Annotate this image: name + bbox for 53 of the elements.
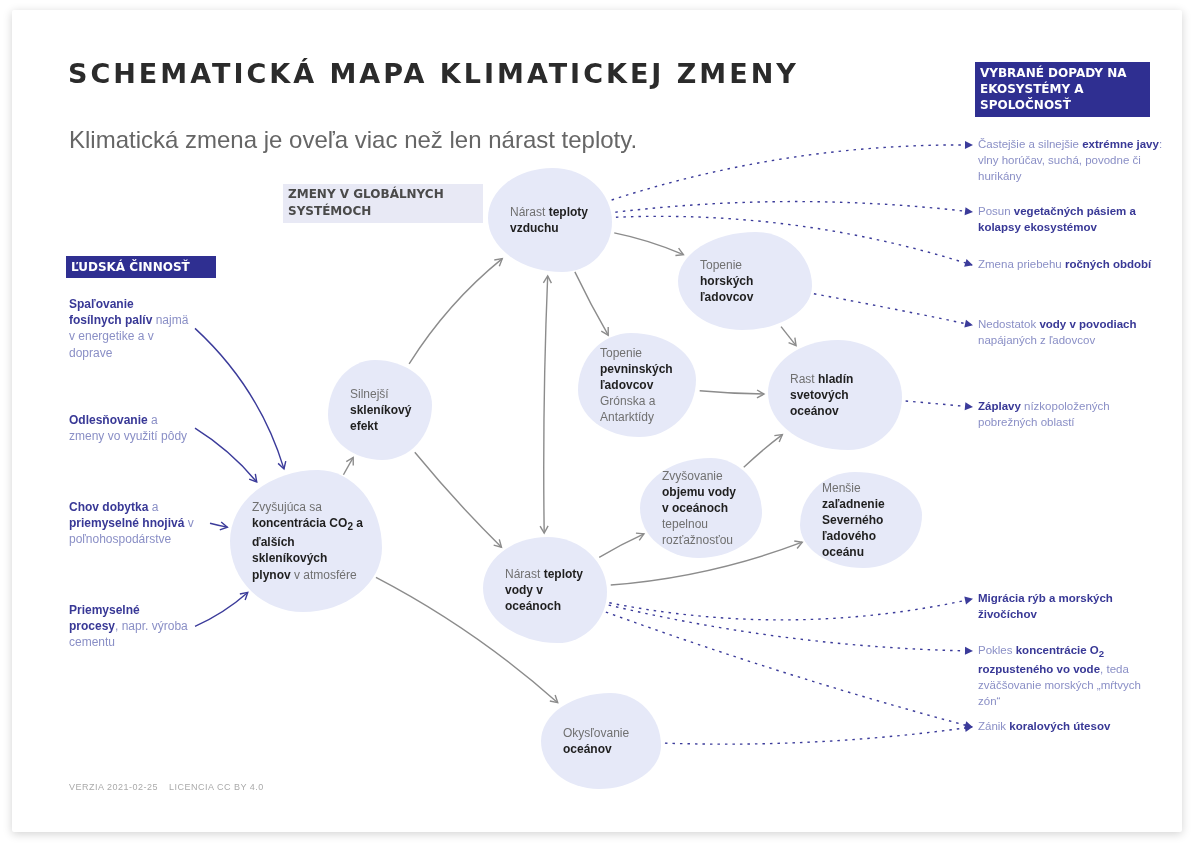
- arrow: [342, 456, 354, 476]
- arrow: [408, 257, 503, 365]
- section-heading: VYBRANÉ DOPADY NA EKOSYSTÉMY A SPOLOČNOSŤ: [975, 62, 1150, 117]
- arrow: [574, 271, 609, 336]
- dotted-arrow: [608, 596, 973, 621]
- impact-text: Zmena priebehu ročných období: [978, 256, 1163, 273]
- bubble-text: Nárast teploty vzduchu: [510, 203, 590, 237]
- arrow: [610, 540, 803, 586]
- impact-text: Častejšie a silnejšie extrémne javy: vlny horúčav, suchá, povodne či hurikány: [978, 136, 1163, 185]
- arrow: [780, 325, 797, 347]
- dotted-arrow: [607, 604, 973, 655]
- footer-note: VERZIA 2021-02-25: [69, 782, 159, 792]
- impact-text: Nedostatok vody v povodiach napájaných z ľadovcov: [978, 316, 1163, 349]
- arrow: [698, 389, 765, 399]
- arrow: [539, 275, 553, 534]
- arrow: [598, 532, 645, 559]
- bubble-text: Rast hladín svetových oceánov: [790, 370, 855, 420]
- dotted-arrow: [904, 400, 973, 411]
- dotted-arrow: [664, 723, 973, 745]
- cause-text: Chov dobytka a priemyselné hnojivá v poľnohospodárstve: [69, 499, 204, 548]
- arrow: [194, 427, 258, 483]
- arrow: [194, 327, 287, 470]
- arrow: [414, 451, 503, 548]
- cause-text: Priemyselné procesy, napr. výroba cementu: [69, 602, 189, 651]
- footer-note: LICENCIA CC BY 4.0: [169, 782, 264, 792]
- dotted-arrow: [615, 215, 973, 267]
- bubble-text: Zvyšovanie objemu vody v oceánoch tepelnou rozťažnosťou: [662, 467, 737, 549]
- cause-text: Odlesňovanie a zmeny vo využití pôdy: [69, 412, 189, 445]
- arrow: [743, 433, 784, 469]
- impact-text: Posun vegetačných pásiem a kolapsy ekosystémov: [978, 203, 1163, 236]
- bubble-text: Nárast teploty vody v oceánoch: [505, 565, 585, 615]
- bubble-text: Okysľovanie oceánov: [563, 724, 631, 758]
- bubble-text: Topenie horských ľadovcov: [700, 256, 755, 306]
- section-heading: ĽUDSKÁ ČINNOSŤ: [66, 256, 216, 279]
- bubble-text: Zvyšujúca sa koncentrácia CO$_{2}$ a ďalších skleníkových plynov v atmosfére: [252, 499, 364, 583]
- cause-text: Spaľovanie fosílnych palív najmä v energetike a v doprave: [69, 296, 189, 361]
- bubble-text: Menšie zaľadnenie Severného ľadového oceánu: [822, 479, 886, 561]
- dotted-arrow: [610, 141, 973, 201]
- bubble-text: Topenie pevninských ľadovcov Grónska a Antarktídy: [600, 344, 674, 426]
- diagram-title: SCHEMATICKÁ MAPA KLIMATICKEJ ZMENY: [68, 58, 799, 89]
- impact-text: Záplavy nízkopoložených pobrežných oblastí: [978, 398, 1163, 431]
- impact-text: Pokles koncentrácie O$_{2}$ rozpusteného vo vode, teda zväčšovanie morských „mŕtvych zón“: [978, 642, 1163, 709]
- arrow: [375, 576, 559, 704]
- arrow: [613, 232, 685, 257]
- bubble-text: Silnejší skleníkový efekt: [350, 385, 413, 435]
- impact-text: Zánik koralových útesov: [978, 718, 1163, 735]
- dotted-arrow: [614, 200, 973, 216]
- arrow: [194, 591, 249, 627]
- section-heading: ZMENY V GLOBÁLNYCH SYSTÉMOCH: [283, 184, 483, 223]
- subtitle: Klimatická zmena je oveľa viac než len nárast teploty.: [69, 126, 638, 154]
- impact-text: Migrácia rýb a morských živočíchov: [978, 590, 1163, 623]
- dotted-arrow: [813, 293, 973, 328]
- arrow: [209, 521, 229, 531]
